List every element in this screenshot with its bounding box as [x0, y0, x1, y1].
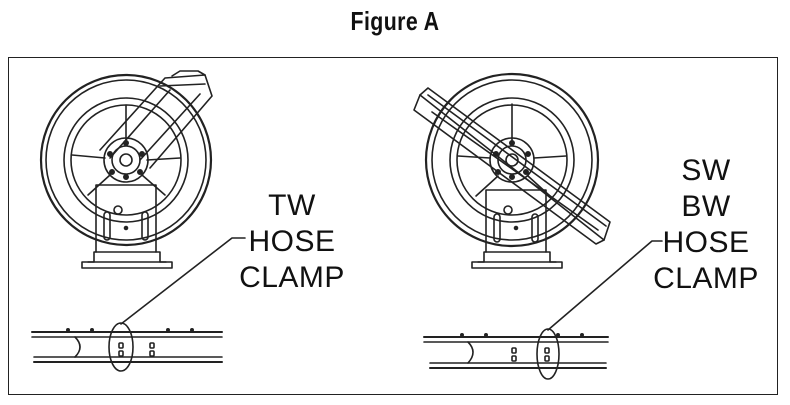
right-reel-side-view [423, 328, 609, 380]
left-callout-line: TW [268, 189, 316, 222]
left-callout-line: HOSE [248, 225, 336, 258]
left-callout-label: TW HOSE CLAMP [236, 188, 348, 296]
figure-title: Figure A [350, 6, 440, 36]
right-callout-line: BW [681, 190, 731, 223]
right-callout-line: CLAMP [653, 262, 759, 295]
right-callout-line: HOSE [662, 226, 750, 259]
left-reel-side-view [31, 322, 223, 372]
right-callout-label: SW BW HOSE CLAMP [650, 153, 762, 297]
left-callout-leader [120, 237, 246, 325]
left-reel-front-view [39, 70, 213, 269]
left-callout-line: CLAMP [239, 261, 345, 294]
right-callout-line: SW [681, 154, 731, 187]
figure-frame [8, 57, 778, 395]
right-reel-front-view [413, 72, 611, 269]
right-callout-leader [547, 240, 663, 331]
